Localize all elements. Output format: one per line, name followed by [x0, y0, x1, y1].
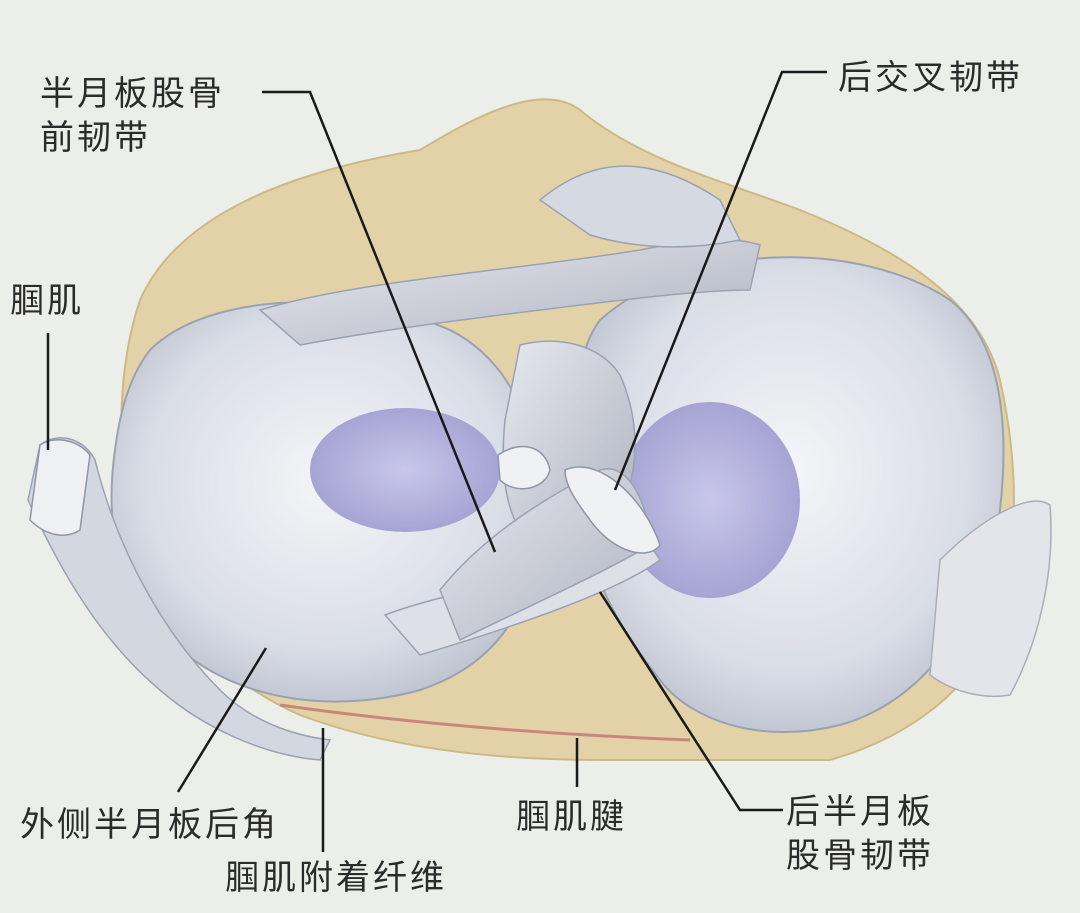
label-popliteus-muscle: 腘肌: [10, 281, 84, 321]
label-popliteus-tendon: 腘肌腱: [516, 797, 627, 837]
label-pmfl-line2: 股骨韧带: [786, 836, 934, 876]
anterior-meniscofemoral-ligament: [258, 238, 761, 346]
leader-lateral-posterior-horn: [176, 647, 268, 793]
lateral-cartilage: [310, 408, 500, 532]
popliteus-muscle: [27, 437, 332, 761]
leader-pmfl: [598, 591, 783, 812]
popliteus-cut-end: [29, 439, 91, 536]
anterior-horn-attachment: [538, 165, 742, 248]
label-popliteus-fibers: 腘肌附着纤维: [225, 858, 447, 898]
label-pmfl-line1: 后半月板: [786, 792, 934, 832]
label-pmfl: 后半月板 股骨韧带: [786, 790, 934, 878]
medial-collateral-fibers: [929, 500, 1052, 698]
popliteus-tendon-line: [279, 703, 691, 742]
cut-end-upper: [497, 445, 551, 490]
label-lateral-posterior-horn: 外侧半月板后角: [20, 805, 279, 845]
label-amfl-line1: 半月板股骨: [40, 74, 225, 114]
label-amfl-line2: 前韧带: [40, 118, 151, 158]
cut-end-right: [564, 466, 661, 554]
label-amfl: 半月板股骨 前韧带: [40, 72, 225, 160]
label-pcl: 后交叉韧带: [838, 58, 1023, 98]
leader-lines: [46, 70, 827, 852]
leader-amfl: [262, 90, 497, 553]
leader-pcl: [613, 70, 827, 491]
medial-cartilage: [620, 402, 800, 598]
